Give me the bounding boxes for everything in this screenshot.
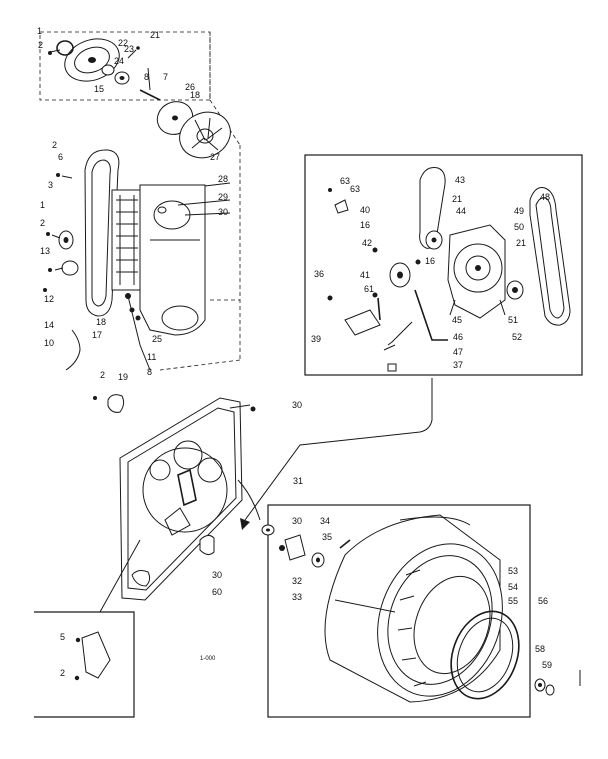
motor-detail-box	[304, 154, 583, 376]
callout-label: 11	[147, 352, 156, 362]
callout-label: 7	[163, 72, 168, 82]
callout-label: 55	[508, 596, 518, 606]
callout-label: 17	[92, 330, 102, 340]
callout-label: 15	[94, 84, 104, 94]
callout-label: 47	[453, 347, 463, 357]
callout-label: 19	[118, 372, 128, 382]
callout-label: 30	[218, 207, 228, 217]
callout-label: 10	[44, 338, 54, 348]
callout-label: 14	[44, 320, 54, 330]
callout-label: 23	[124, 44, 134, 54]
callout-label: 58	[535, 644, 545, 654]
callout-label: 24	[114, 56, 124, 66]
callout-label: 12	[44, 294, 54, 304]
callout-label: 34	[320, 516, 330, 526]
callout-label: 30	[292, 516, 302, 526]
callout-label: 21	[150, 30, 160, 40]
detail-arrow	[240, 378, 433, 530]
callout-label: 3	[48, 180, 53, 190]
callout-label: 41	[360, 270, 370, 280]
callout-label: 63	[350, 184, 360, 194]
callout-label: 37	[453, 360, 463, 370]
callout-label: 40	[360, 205, 370, 215]
front-bulkhead-assembly	[43, 149, 231, 371]
callout-label: 52	[512, 332, 522, 342]
callout-label: 50	[514, 222, 524, 232]
callout-label: 26	[185, 82, 195, 92]
callout-label: 33	[292, 592, 302, 602]
rear-bulkhead	[119, 397, 261, 601]
callout-label: 28	[218, 174, 228, 184]
callout-label: 2	[40, 218, 45, 228]
callout-label: 43	[455, 175, 465, 185]
callout-label: 6	[58, 152, 63, 162]
blower-assembly	[39, 31, 241, 159]
callout-label: 59	[542, 660, 552, 670]
callout-label: 16	[425, 256, 435, 266]
callout-label: 21	[452, 194, 462, 204]
callout-label: 39	[311, 334, 321, 344]
callout-label: 53	[508, 566, 518, 576]
callout-label: 18	[190, 90, 200, 100]
callout-label: 31	[293, 476, 303, 486]
drawing-code: 1-000	[200, 656, 216, 662]
callout-label: 35	[322, 532, 332, 542]
callout-label: 2	[60, 668, 65, 678]
callout-label: 8	[147, 367, 152, 377]
callout-label: 2	[38, 40, 43, 50]
callout-label: 42	[362, 238, 372, 248]
callout-label: 44	[456, 206, 466, 216]
callout-label: 63	[340, 176, 350, 186]
callout-label: 60	[212, 587, 222, 597]
callout-label: 54	[508, 582, 518, 592]
callout-label: 5	[60, 632, 65, 642]
callout-label: 48	[540, 192, 550, 202]
callout-label: 30	[292, 400, 302, 410]
callout-label: 29	[218, 192, 228, 202]
callout-label: 30	[212, 570, 222, 580]
gasket	[93, 394, 125, 413]
callout-label: 36	[314, 269, 324, 279]
callout-label: 46	[453, 332, 463, 342]
callout-label: 22	[118, 38, 128, 48]
drum-box	[261, 504, 555, 718]
callout-label: 2	[52, 140, 57, 150]
guide-lines	[159, 145, 241, 371]
callout-label: 13	[40, 246, 50, 256]
callout-label: 56	[538, 596, 548, 606]
callout-label: 21	[516, 238, 526, 248]
callout-label: 16	[360, 220, 370, 230]
callout-label: 49	[514, 206, 524, 216]
callout-label: 1	[37, 26, 42, 36]
callout-label: 25	[152, 334, 162, 344]
callout-label: 61	[364, 284, 374, 294]
callout-label: 51	[508, 315, 518, 325]
callout-label: 1	[40, 200, 45, 210]
callout-label: 45	[452, 315, 462, 325]
detail-box-small	[34, 539, 141, 718]
callout-label: 2	[100, 370, 105, 380]
callout-label: 18	[96, 317, 106, 327]
callout-label: 32	[292, 576, 302, 586]
callout-label: 8	[144, 72, 149, 82]
callout-label: 27	[210, 152, 220, 162]
